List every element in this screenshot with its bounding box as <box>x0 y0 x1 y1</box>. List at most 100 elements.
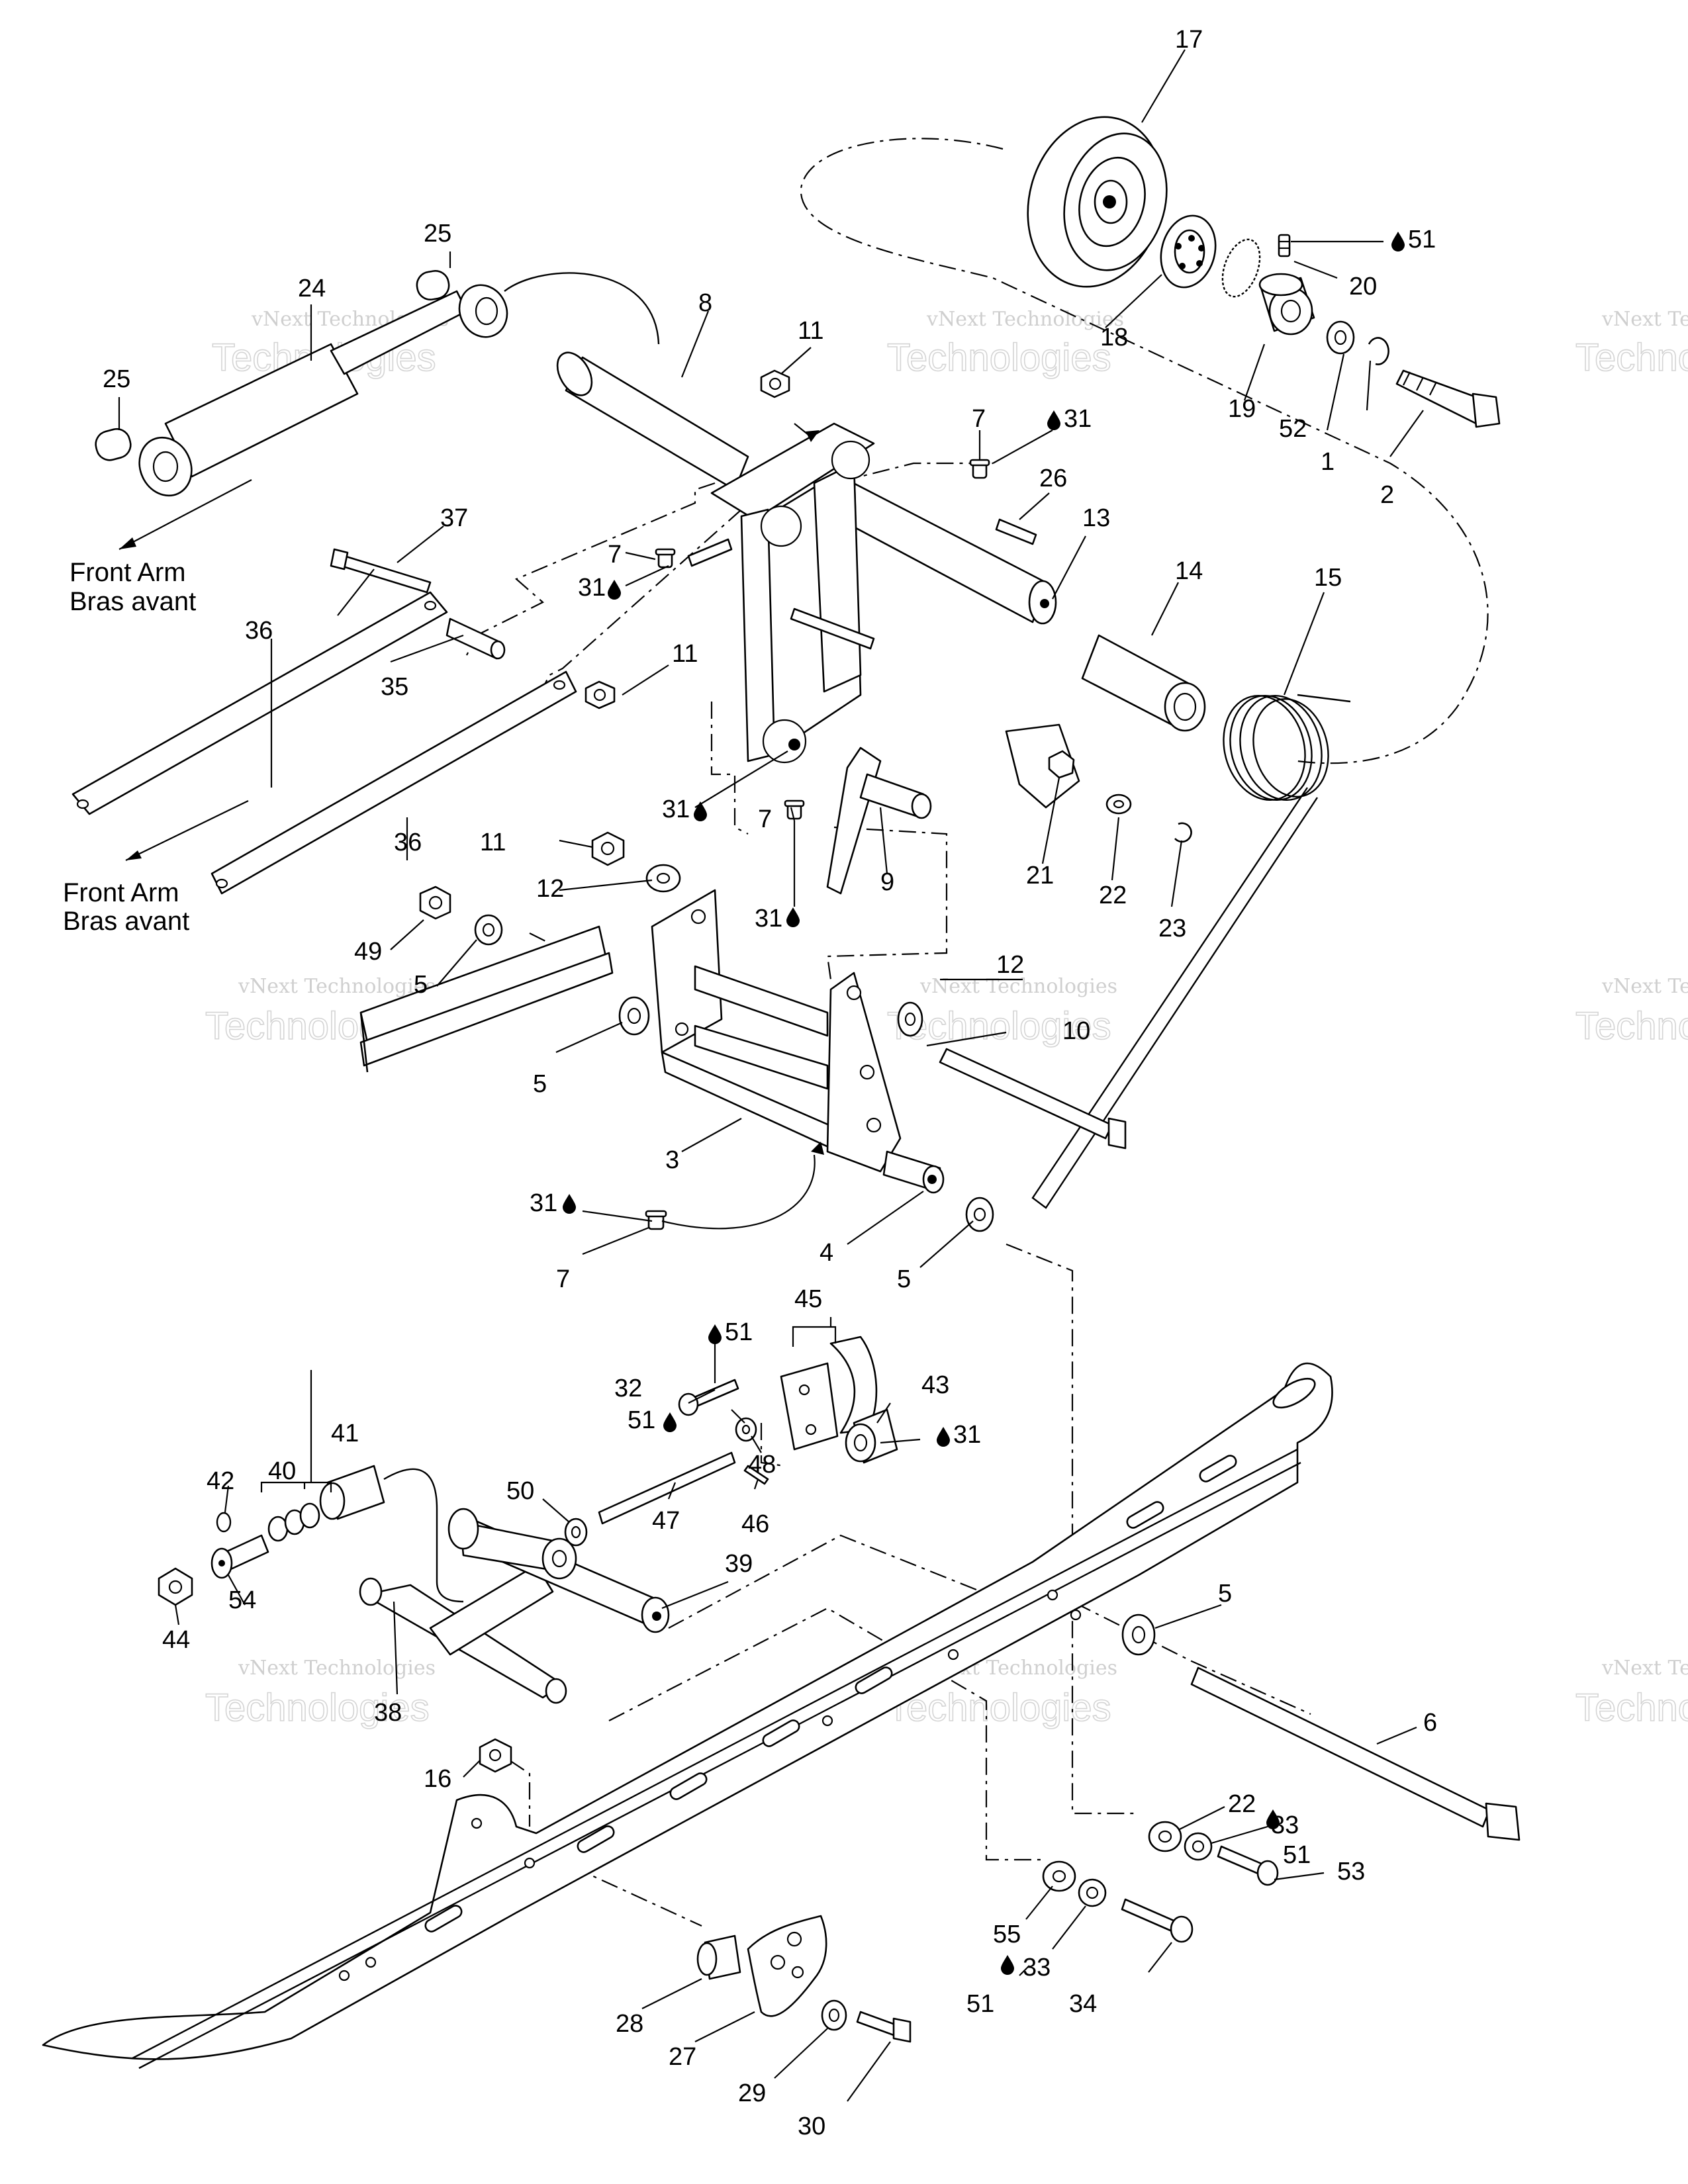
torsion-spring-15 <box>1031 694 1351 1209</box>
group-bracket-40 <box>260 1481 332 1492</box>
oil-drop-icon <box>608 580 621 600</box>
sleeve-54 <box>211 1534 269 1579</box>
washer-hole <box>1192 1840 1205 1853</box>
part-label: 47 <box>652 1507 680 1535</box>
part-label: 7 <box>972 405 986 433</box>
washer-40 <box>267 1516 289 1542</box>
watermark-text: vNext Technologies <box>1601 1657 1688 1680</box>
part-label: 31 <box>530 1189 557 1217</box>
part-label: 29 <box>738 2079 766 2107</box>
part-label: 51 <box>1408 226 1436 253</box>
grease-fitting-7 <box>784 799 805 820</box>
set-screw-20 <box>1278 234 1291 257</box>
part-label: 28 <box>616 2010 643 2038</box>
oil-drop-icon <box>937 1427 950 1447</box>
part-label: 18 <box>1100 324 1128 351</box>
part-label: 35 <box>381 673 408 701</box>
oil-drop-icon <box>1001 1955 1014 1975</box>
part-label: 26 <box>1039 465 1067 492</box>
bushing-25-top <box>416 270 450 300</box>
pin-46 <box>743 1465 769 1485</box>
slide-rail <box>359 925 614 1073</box>
watermark-logo: Technologies <box>887 336 1111 379</box>
part-label: 5 <box>897 1265 911 1293</box>
watermark-logo: Technologies <box>1575 1686 1688 1729</box>
washer-hole <box>571 1525 581 1539</box>
bushing-43 <box>845 1408 898 1464</box>
watermark-text: vNext Technologies <box>1601 975 1688 998</box>
washer-hole <box>1131 1625 1146 1644</box>
watermark-logo: Technologies <box>205 1686 430 1729</box>
part-label: 11 <box>798 317 823 345</box>
washer-hole <box>973 1207 986 1222</box>
bolt-30 <box>856 2011 912 2043</box>
grease-line <box>661 1154 816 1230</box>
link-plate-36-lower <box>211 670 577 895</box>
part-label: 33 <box>1271 1811 1299 1839</box>
bolt-32 <box>678 1379 739 1416</box>
bolt-10 <box>939 1048 1127 1150</box>
watermark-text: vNext Technologies <box>238 975 436 998</box>
watermark-logo: Technologies <box>1575 1005 1688 1048</box>
part-label: 4 <box>820 1239 833 1267</box>
rod <box>790 608 875 650</box>
part-label: 37 <box>440 504 468 532</box>
stopper-27 <box>747 1915 827 2017</box>
shock-absorber-24 <box>138 272 660 497</box>
part-label: 51 <box>628 1406 655 1434</box>
part-label: 23 <box>1158 915 1186 942</box>
link-plate-36-upper <box>71 591 448 815</box>
part-label: 25 <box>424 220 451 248</box>
part-label: 8 <box>698 289 712 317</box>
part-label: 39 <box>725 1550 753 1578</box>
part-label: 31 <box>953 1421 981 1449</box>
oil-drop-icon <box>694 801 707 821</box>
washer-hole <box>1052 1870 1066 1883</box>
leader-lines <box>118 49 1424 2102</box>
part-label: 34 <box>1069 1990 1097 2018</box>
part-label: 20 <box>1349 273 1377 300</box>
part-label: 7 <box>556 1265 570 1293</box>
washer-hole <box>656 872 671 884</box>
watermark-text: vNext Technologies <box>919 975 1117 998</box>
part-label: 38 <box>374 1699 402 1727</box>
washer-hole <box>1334 330 1347 345</box>
part-label: 17 <box>1175 26 1203 54</box>
oil-drop-icon <box>708 1324 722 1344</box>
part-label: 36 <box>394 829 422 856</box>
part-label: 25 <box>103 365 130 393</box>
grease-fitting-7 <box>655 548 676 569</box>
part-label: 9 <box>880 868 894 896</box>
bolt-53 <box>1217 1845 1279 1886</box>
spacer-tube-14 <box>1081 634 1206 732</box>
bras-avant-note: Bras avant <box>70 587 196 616</box>
part-label: 46 <box>741 1510 769 1538</box>
part-label: 22 <box>1228 1790 1256 1818</box>
part-label: 33 <box>1023 1954 1051 1981</box>
part-label: 55 <box>993 1921 1021 1948</box>
part-label: 43 <box>921 1371 949 1399</box>
pivot-bracket-3 <box>651 889 945 1194</box>
part-label: 49 <box>354 938 382 966</box>
front-arm-note: Front Arm <box>70 558 186 587</box>
part-label: 27 <box>669 2043 696 2071</box>
part-label: 36 <box>245 617 273 645</box>
part-label: 7 <box>608 541 622 569</box>
part-label: 21 <box>1026 862 1054 889</box>
washer-hole <box>627 1007 641 1024</box>
part-label: 48 <box>748 1451 776 1479</box>
part-label: 51 <box>966 1990 994 2018</box>
front-arm-arrow-1 <box>118 479 252 550</box>
bolt-26 <box>995 518 1037 545</box>
lower-arm-38 <box>359 1508 670 1704</box>
part-label: 52 <box>1279 415 1307 443</box>
o-ring-42 <box>216 1512 232 1533</box>
part-labels: 17 51 20 18 19 52 1 2 25 24 25 8 11 7 31… <box>103 26 1437 2140</box>
part-label: 10 <box>1062 1017 1090 1045</box>
oil-drop-icon <box>1391 232 1405 251</box>
washer-hole <box>1086 1886 1099 1899</box>
spacer-35 <box>445 617 506 660</box>
pin-9 <box>859 773 932 819</box>
part-label: 1 <box>1321 448 1335 476</box>
